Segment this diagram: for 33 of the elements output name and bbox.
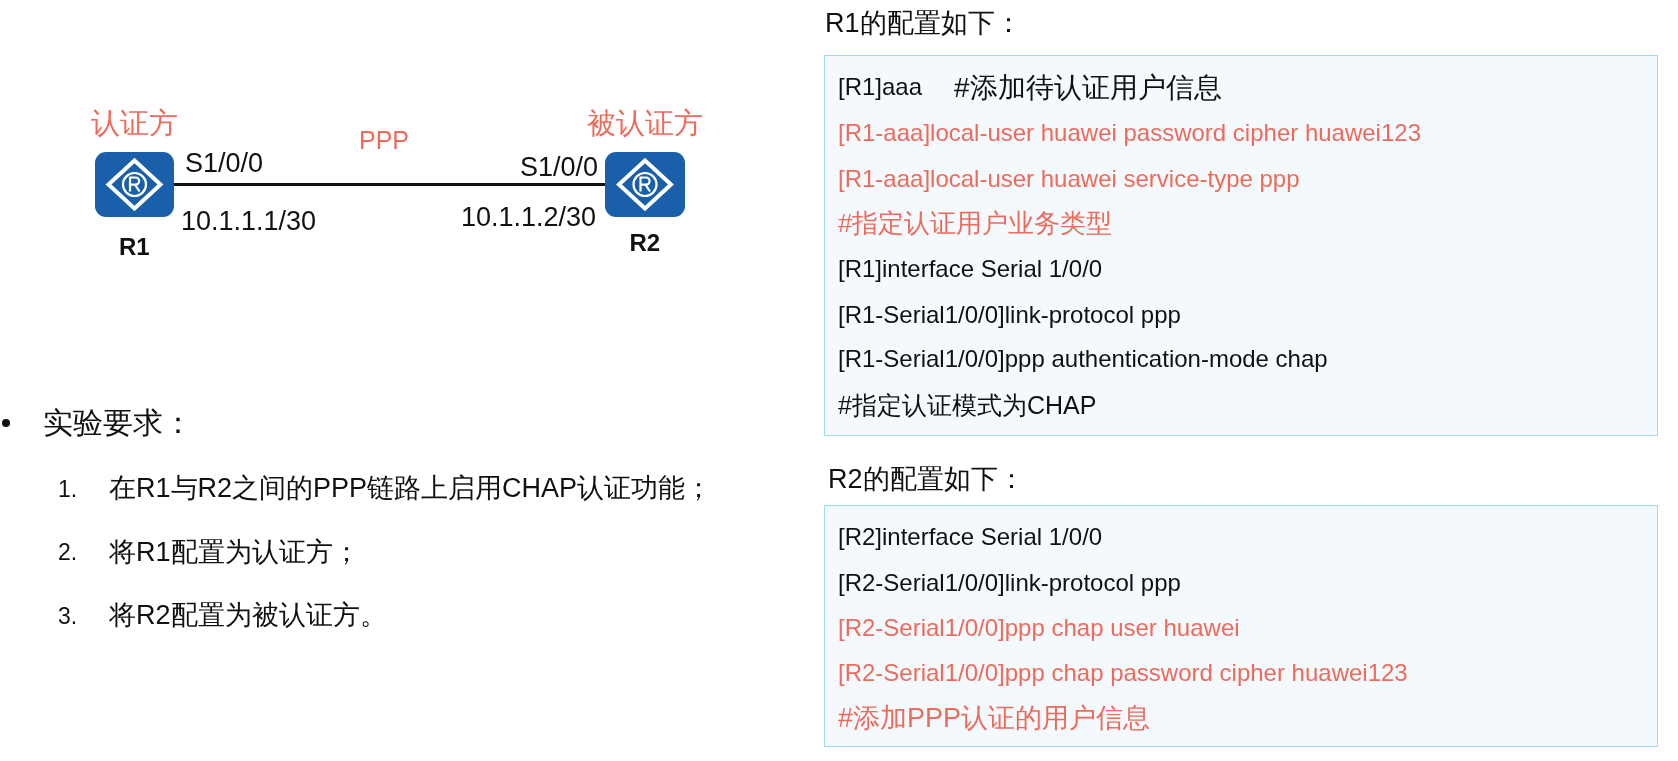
ip-address-label: 10.1.1.2/30	[461, 201, 597, 234]
list-item: 将R1配置为认证方；	[109, 535, 360, 568]
router-label: R1	[119, 232, 150, 262]
code-line: [R1-Serial1/0/0]ppp authentication-mode chap	[838, 345, 1328, 374]
code-line: [R2-Serial1/0/0]ppp chap user huawei	[838, 613, 1240, 643]
code-line: [R1-aaa]local-user huawei service-type ppp	[838, 164, 1300, 194]
list-number: 3.	[58, 603, 78, 631]
code-line: [R2]interface Serial 1/0/0	[838, 523, 1103, 552]
code-comment: #指定认证用户业务类型	[838, 207, 1113, 239]
code-comment: #添加PPP认证的用户信息	[838, 702, 1151, 735]
section-heading: 实验要求：	[43, 404, 193, 441]
interface-label: S1/0/0	[185, 146, 264, 179]
link-line	[174, 183, 605, 186]
list-item: 在R1与R2之间的PPP链路上启用CHAP认证功能；	[109, 472, 713, 505]
edge-label: PPP	[359, 124, 410, 155]
role-label: 被认证方	[587, 106, 703, 141]
ip-address-label: 10.1.1.1/30	[181, 205, 317, 238]
code-comment: #添加待认证用户信息	[954, 70, 1222, 105]
code-comment: #指定认证模式为CHAP	[838, 390, 1097, 420]
list-number: 1.	[58, 476, 78, 504]
code-line: [R1-aaa]local-user huawei password cipher huawei123	[838, 118, 1421, 148]
panel-heading: R1的配置如下：	[825, 7, 1022, 40]
code-line: [R2-Serial1/0/0]ppp chap password cipher huawei123	[838, 658, 1408, 688]
list-number: 2.	[58, 539, 78, 567]
code-line: [R1]interface Serial 1/0/0	[838, 254, 1103, 284]
code-line: [R2-Serial1/0/0]link-protocol ppp	[838, 568, 1181, 598]
role-label: 认证方	[90, 106, 178, 141]
code-line: [R1-Serial1/0/0]link-protocol ppp	[838, 300, 1181, 330]
panel-heading: R2的配置如下：	[828, 462, 1025, 495]
code-line: [R1]aaa	[838, 73, 923, 102]
router-label: R2	[629, 228, 661, 258]
interface-label: S1/0/0	[520, 151, 599, 184]
list-item: 将R2配置为被认证方。	[109, 599, 387, 632]
